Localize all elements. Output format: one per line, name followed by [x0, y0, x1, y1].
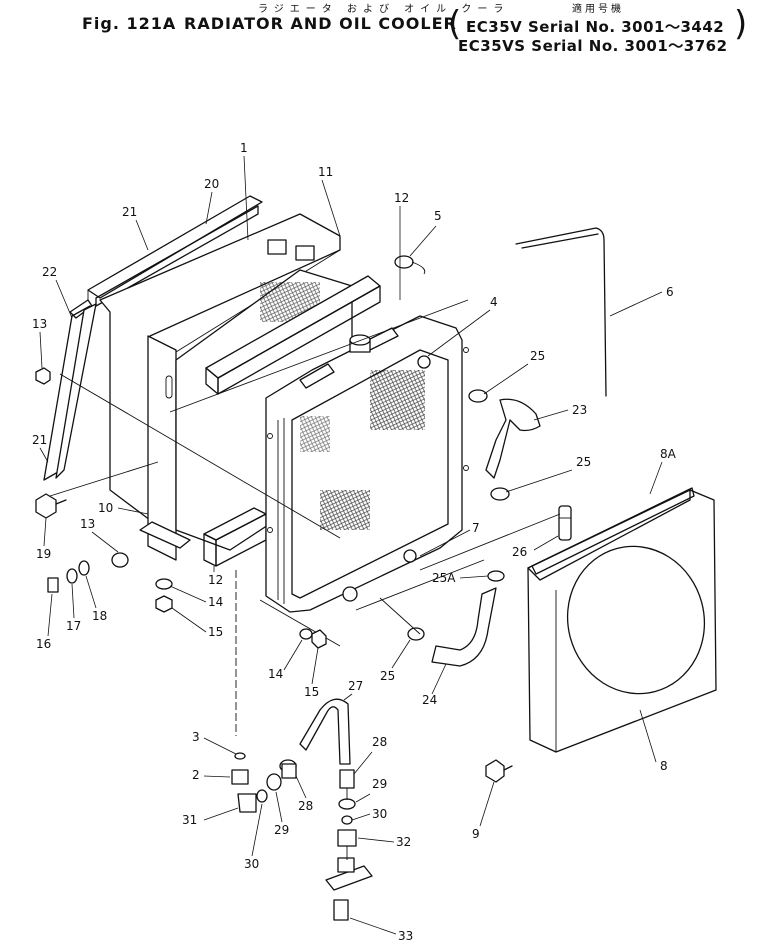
callout-label: 29	[372, 777, 387, 791]
sleeve-26	[558, 505, 572, 541]
hose-clamps	[407, 389, 510, 641]
callout-label: 14	[208, 595, 223, 609]
oil-cooler-piping	[279, 698, 373, 921]
callout-label: 30	[372, 807, 387, 821]
callout-label: 7	[472, 521, 480, 535]
callout-label: 21	[32, 433, 47, 447]
bracket-right: )	[734, 4, 748, 44]
title-japanese: ラジエータ および オイル クーラ	[258, 4, 510, 15]
callout-label: 33	[398, 929, 413, 940]
callout-label: 22	[42, 265, 57, 279]
serial-line-ec35v: EC35V Serial No. 3001～3442	[466, 18, 725, 36]
callout-label: 14	[268, 667, 283, 681]
title-english: RADIATOR AND OIL COOLER	[184, 14, 457, 33]
radiator-cap	[394, 255, 426, 275]
callout-label: 1	[240, 141, 248, 155]
drain-fittings	[231, 752, 297, 813]
overflow-tube	[515, 227, 607, 397]
callout-label: 6	[666, 285, 674, 299]
callout-label: 9	[472, 827, 480, 841]
callout-label: 30	[244, 857, 259, 871]
callout-label: 8A	[660, 447, 677, 461]
callout-label: 4	[490, 295, 498, 309]
callout-label: 13	[80, 517, 95, 531]
callout-label: 12	[208, 573, 223, 587]
callout-label: 11	[318, 165, 333, 179]
callout-label: 2	[192, 768, 200, 782]
callout-label: 24	[422, 693, 437, 707]
callout-label: 16	[36, 637, 51, 651]
callout-label: 28	[372, 735, 387, 749]
callout-label: 17	[66, 619, 81, 633]
callout-label: 29	[274, 823, 289, 837]
seal-strip-left	[43, 299, 97, 481]
callout-label: 25	[576, 455, 591, 469]
part-callouts: 1 2 3 4 5 6 7 8 8A 9 10 11 12 1	[32, 141, 677, 940]
figure-number: Fig. 121A	[82, 14, 177, 33]
callout-label: 3	[192, 730, 200, 744]
serial-line-ec35vs: EC35VS Serial No. 3001～3762	[458, 37, 728, 55]
callout-label: 5	[434, 209, 442, 223]
callout-label: 25A	[432, 571, 456, 585]
callout-label: 20	[204, 177, 219, 191]
callout-label: 31	[182, 813, 197, 827]
lower-hose	[431, 587, 497, 667]
leader-lines	[49, 299, 561, 736]
callout-label: 25	[530, 349, 545, 363]
callout-label: 15	[208, 625, 223, 639]
radiator-main	[265, 315, 469, 613]
callout-label: 15	[304, 685, 319, 699]
fan-shroud	[527, 487, 717, 753]
bolt-9	[485, 759, 513, 783]
bracket-left: (	[448, 4, 462, 44]
callout-label: 28	[298, 799, 313, 813]
callout-label: 8	[660, 759, 668, 773]
callout-label: 18	[92, 609, 107, 623]
callout-label: 32	[396, 835, 411, 849]
fasteners-center	[299, 628, 327, 649]
seal-strip-top	[87, 195, 263, 307]
callout-label: 25	[380, 669, 395, 683]
callout-label: 13	[32, 317, 47, 331]
callout-label: 21	[122, 205, 137, 219]
callout-label: 10	[98, 501, 113, 515]
callout-label: 19	[36, 547, 51, 561]
upper-hose	[485, 398, 541, 479]
callout-label: 23	[572, 403, 587, 417]
serial-header-japanese: 適用号機	[572, 4, 624, 15]
callout-label: 12	[394, 191, 409, 205]
callout-label: 26	[512, 545, 527, 559]
seal-strip-12-upper	[205, 275, 381, 395]
callout-label: 27	[348, 679, 363, 693]
